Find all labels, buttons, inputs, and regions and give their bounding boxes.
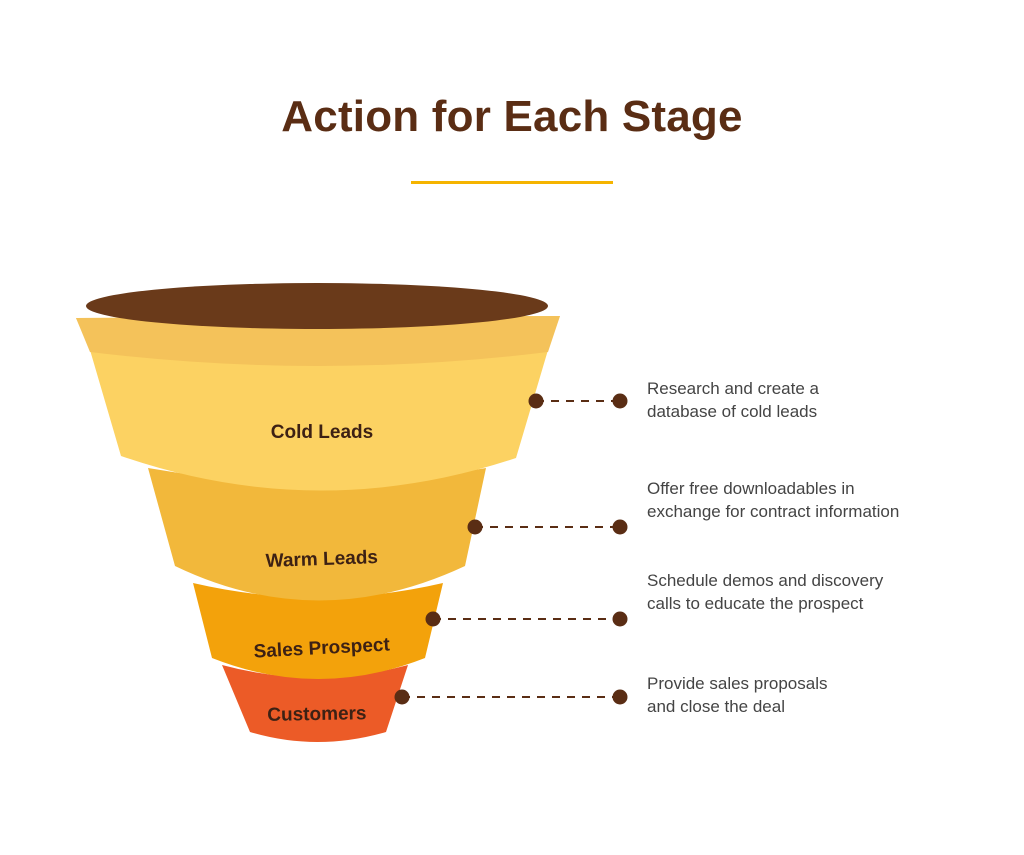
stage-action-cold-leads: Research and create a database of cold l… [647,377,987,423]
stage-label-warm-leads: Warm Leads [265,547,378,572]
connector-warm-leads [467,519,628,535]
connector-sales-prospect [425,611,628,627]
stage-action-line: and close the deal [647,697,785,716]
page-title: Action for Each Stage [281,92,743,141]
stage-action-line: Offer free downloadables in [647,479,855,498]
funnel-tier-sales-prospect [193,583,443,679]
stage-action-line: Research and create a [647,379,819,398]
stage-action-line: exchange for contract information [647,502,900,521]
funnel-opening [86,283,548,329]
stage-label-customers: Customers [267,703,367,726]
stage-label-cold-leads: Cold Leads [271,422,373,443]
funnel-tier-warm-leads [148,468,486,601]
stage-action-warm-leads: Offer free downloadables in exchange for… [647,477,987,523]
stage-action-customers: Provide sales proposals and close the de… [647,672,987,718]
stage-action-line: database of cold leads [647,402,818,421]
stage-action-line: Provide sales proposals [647,674,828,693]
title-underline [411,181,613,184]
stage-action-line: Schedule demos and discovery [647,571,884,590]
stage-action-sales-prospect: Schedule demos and discovery calls to ed… [647,569,987,615]
funnel-rim [76,316,560,366]
connector-customers [394,689,628,705]
funnel-tier-customers [222,665,408,742]
connector-cold-leads [528,393,628,409]
stage-action-line: calls to educate the prospect [647,594,864,613]
